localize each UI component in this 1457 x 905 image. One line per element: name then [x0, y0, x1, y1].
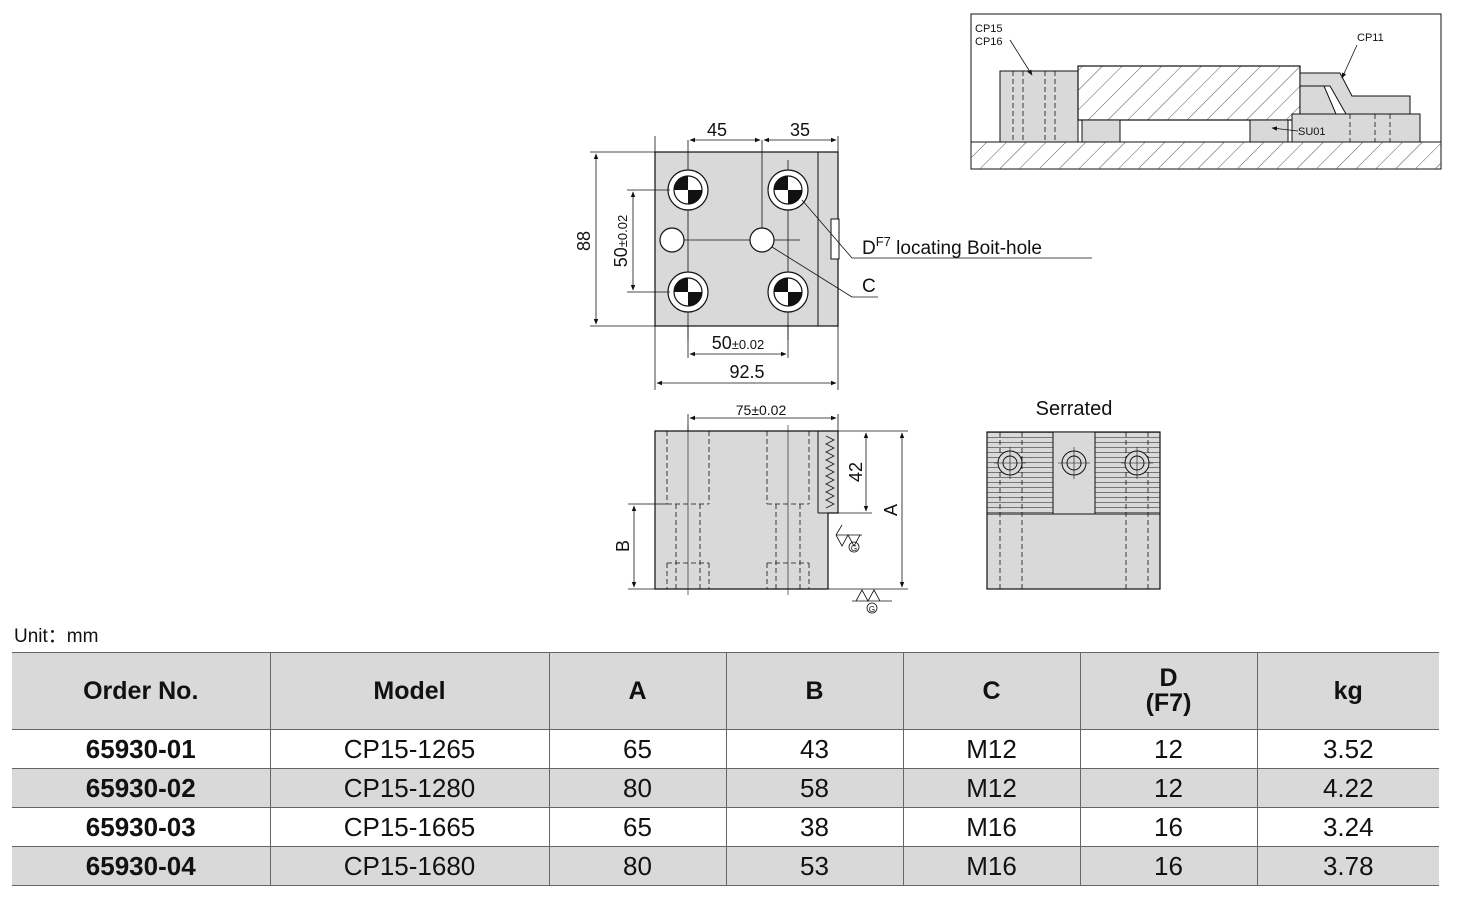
surface-finish-mark — [835, 524, 862, 553]
counterbore-hole — [667, 271, 709, 313]
serrated-title: Serrated — [1036, 398, 1113, 420]
cell-a: 65 — [548, 729, 726, 769]
assembly-view: CP15 CP16 CP11 SU01 — [970, 13, 1442, 170]
svg-text:DF7 locating Boit-hole: DF7 locating Boit-hole — [862, 234, 1042, 259]
cell-c: M12 — [902, 729, 1080, 769]
cell-a: 65 — [548, 807, 726, 847]
table-row: 65930-02 CP15-1280 80 58 M12 12 4.22 — [12, 768, 1439, 808]
callout-d-text: locating Boit-hole — [891, 238, 1042, 259]
thread-hole — [749, 227, 775, 253]
dim-92-5: 92.5 — [729, 362, 764, 382]
table-header-row: Order No. Model A B C D (F7) kg — [12, 652, 1439, 730]
cell-model: CP15-1665 — [269, 807, 549, 847]
surface-mark-g-bottom: G — [869, 605, 875, 614]
cell-order: 65930-03 — [12, 807, 270, 847]
callout-d: D — [862, 238, 876, 259]
cell-c: M16 — [902, 846, 1080, 886]
surface-finish-mark — [852, 589, 892, 614]
label-cp11: CP11 — [1357, 32, 1384, 44]
callout-d-superscript: F7 — [876, 234, 891, 249]
cell-kg: 3.24 — [1256, 807, 1439, 847]
locating-bolt-hole — [659, 227, 685, 253]
cell-a: 80 — [548, 768, 726, 808]
cell-order: 65930-01 — [12, 729, 270, 769]
dim-75-tol: ±0.02 — [751, 402, 786, 418]
header-kg: kg — [1256, 652, 1439, 730]
technical-drawing: 45 35 88 50±0.02 50±0.02 92.5 DF7 locati… — [574, 13, 1442, 614]
cell-model: CP15-1280 — [269, 768, 549, 808]
table-row: 65930-04 CP15-1680 80 53 M16 16 3.78 — [12, 846, 1439, 886]
cell-d: 12 — [1079, 768, 1257, 808]
cell-model: CP15-1680 — [269, 846, 549, 886]
side-view: 75±0.02 42 A B G G — [613, 402, 908, 614]
header-d-sub: (F7) — [1145, 689, 1192, 717]
dim-88: 88 — [574, 231, 594, 251]
cell-kg: 3.78 — [1256, 846, 1439, 886]
callout-c: C — [862, 276, 876, 297]
cell-order: 65930-04 — [12, 846, 270, 886]
dim-50-horizontal: 50 — [712, 333, 732, 353]
table-row: 65930-01 CP15-1265 65 43 M12 12 3.52 — [12, 729, 1439, 769]
unit-label: Unit：mm — [14, 626, 99, 647]
cell-model: CP15-1265 — [269, 729, 549, 769]
counterbore-hole — [767, 271, 809, 313]
cell-b: 43 — [725, 729, 903, 769]
dim-75: 75 — [736, 402, 752, 418]
svg-text:50±0.02: 50±0.02 — [611, 215, 631, 267]
dim-42: 42 — [846, 462, 866, 482]
cell-b: 38 — [725, 807, 903, 847]
table-row: 65930-03 CP15-1665 65 38 M16 16 3.24 — [12, 807, 1439, 847]
cell-d: 16 — [1079, 807, 1257, 847]
header-d: D (F7) — [1079, 652, 1257, 730]
cell-kg: 3.52 — [1256, 729, 1439, 769]
dim-35: 35 — [790, 120, 810, 140]
dim-45: 45 — [707, 120, 727, 140]
svg-text:75±0.02: 75±0.02 — [736, 402, 787, 418]
cell-c: M12 — [902, 768, 1080, 808]
top-view: 45 35 88 50±0.02 50±0.02 92.5 DF7 locati… — [574, 120, 1092, 390]
dim-50-vertical: 50 — [611, 247, 631, 267]
dim-a: A — [881, 504, 901, 516]
header-a: A — [548, 652, 726, 730]
label-cp15: CP15 — [975, 23, 1003, 35]
header-b: B — [725, 652, 903, 730]
cell-d: 16 — [1079, 846, 1257, 886]
dim-50-horizontal-tol: ±0.02 — [732, 337, 764, 352]
cell-b: 53 — [725, 846, 903, 886]
header-c: C — [902, 652, 1080, 730]
cell-d: 12 — [1079, 729, 1257, 769]
header-model: Model — [269, 652, 549, 730]
label-su01: SU01 — [1298, 126, 1326, 138]
cell-c: M16 — [902, 807, 1080, 847]
dim-50-vertical-tol: ±0.02 — [615, 215, 630, 247]
counterbore-hole — [767, 169, 809, 211]
cell-b: 58 — [725, 768, 903, 808]
header-order-no: Order No. — [12, 652, 270, 730]
cell-a: 80 — [548, 846, 726, 886]
counterbore-hole — [667, 169, 709, 211]
dim-b: B — [613, 540, 633, 552]
header-d-label: D — [1159, 664, 1178, 692]
cell-order: 65930-02 — [12, 768, 270, 808]
cell-kg: 4.22 — [1256, 768, 1439, 808]
surface-mark-g: G — [851, 544, 857, 553]
serrated-view: Serrated — [986, 398, 1161, 590]
svg-text:50±0.02: 50±0.02 — [712, 333, 764, 353]
spec-table: Order No. Model A B C D (F7) kg 65930-01… — [12, 652, 1439, 886]
label-cp16: CP16 — [975, 36, 1003, 48]
